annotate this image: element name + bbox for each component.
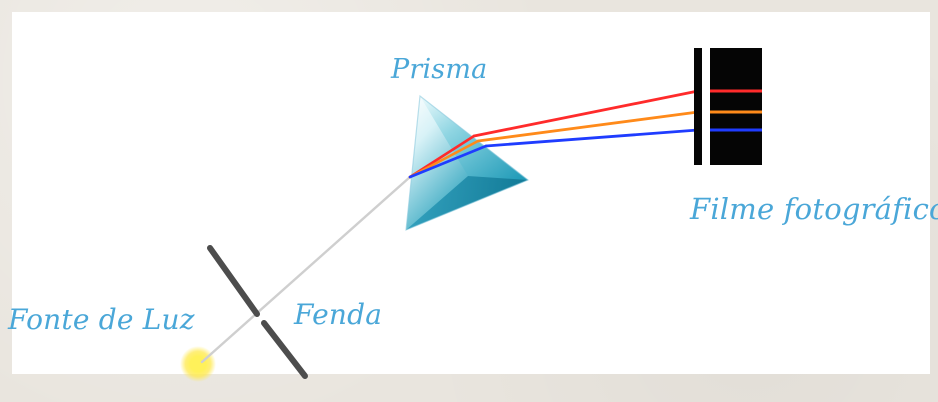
prism <box>405 94 530 231</box>
slit-label: Fenda <box>294 298 383 331</box>
prism-label: Prisma <box>391 54 488 85</box>
incident-beam <box>200 175 412 364</box>
light-source-label: Fonte de Luz <box>8 303 195 336</box>
photographic-film <box>694 48 762 165</box>
film-label: Filme fotográfico <box>690 192 938 226</box>
light-source-icon <box>180 346 216 382</box>
dispersed-rays <box>408 89 700 179</box>
slit <box>207 245 308 379</box>
